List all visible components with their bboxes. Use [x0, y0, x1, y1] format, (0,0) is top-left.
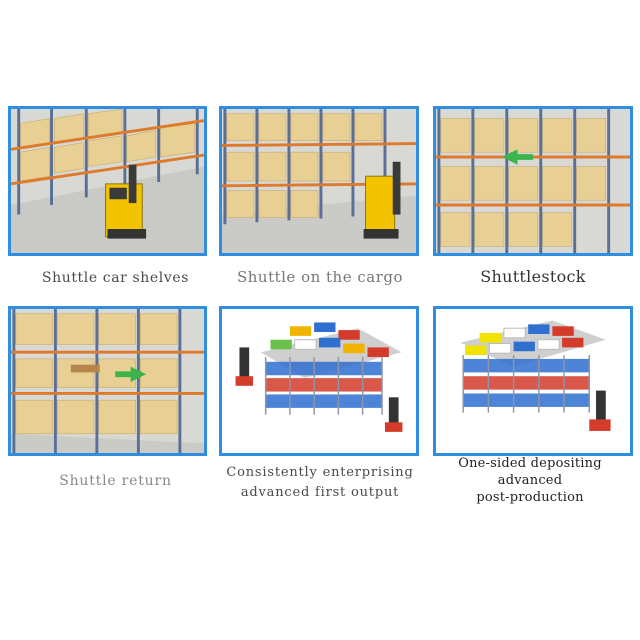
caption-one-sided-line2: advanced	[497, 473, 563, 488]
caption-one-sided-line1: One-sided depositing	[458, 456, 602, 471]
caption-first-output-line1: Consistently enterprising	[226, 465, 414, 480]
caption-shuttlestock: Shuttlestock	[480, 267, 586, 286]
photo-shuttlestock	[433, 106, 633, 256]
caption-shuttle-car-shelves: Shuttle car shelves	[41, 270, 190, 286]
illustration-one-sided-depositing	[433, 306, 633, 456]
photo-shuttle-on-cargo	[219, 106, 419, 256]
illustration-first-output	[219, 306, 419, 456]
caption-first-output-line2: advanced first output	[240, 485, 400, 500]
caption-shuttle-return: Shuttle return	[59, 473, 172, 489]
photo-shuttle-return	[8, 306, 207, 456]
caption-first-output: Consistently enterprising advanced first…	[215, 463, 425, 503]
caption-shuttle-on-cargo: Shuttle on the cargo	[236, 268, 404, 286]
photo-shuttle-car-shelves	[8, 106, 207, 256]
caption-one-sided-line3: post-production	[476, 490, 584, 505]
caption-one-sided-depositing: One-sided depositing advanced post-produ…	[440, 455, 620, 506]
